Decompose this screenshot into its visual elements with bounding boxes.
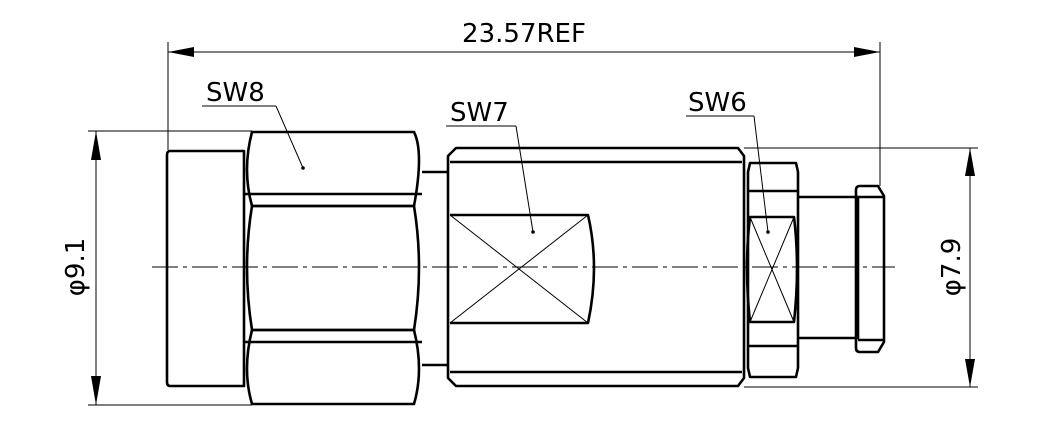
sw8-callout: SW8 [202,78,305,170]
overall-length-label: 23.57REF [462,19,586,49]
left-diameter-label: φ9.1 [61,238,91,297]
left-diameter-dimension: φ9.1 [61,130,252,406]
right-diameter-label: φ7.9 [937,238,967,297]
overall-length-dimension: 23.57REF [167,19,881,186]
sw8-hex-nut [244,130,422,406]
neck [422,170,448,367]
sw6-callout: SW6 [686,88,770,234]
rear-shaft [798,195,860,340]
end-flange [854,184,886,354]
sw8-label: SW8 [206,78,265,108]
right-diameter-dimension: φ7.9 [744,147,978,388]
sw7-callout: SW7 [446,98,535,234]
sw7-body [446,146,746,388]
sw6-label: SW6 [688,88,747,118]
sw6-hex-nut [745,161,800,379]
left-cap [165,149,246,388]
sw7-label: SW7 [450,98,509,128]
